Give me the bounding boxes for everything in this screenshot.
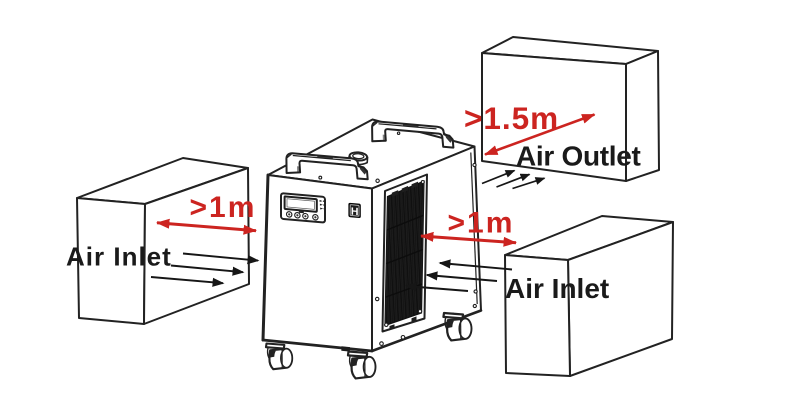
airflow-right	[404, 259, 513, 292]
screw	[374, 296, 380, 302]
caster-rear-right	[442, 311, 473, 342]
air-inlet-left-label: Air Inlet	[66, 242, 172, 272]
base-tab	[341, 346, 350, 352]
screw	[318, 175, 323, 180]
caster-front-left	[264, 342, 294, 371]
screw	[400, 334, 406, 340]
grille-slots	[391, 181, 418, 197]
control-panel	[280, 192, 326, 224]
screw	[396, 131, 401, 135]
screw	[384, 322, 389, 328]
airflow-arrow-icon	[481, 169, 516, 185]
airflow-arrow-icon	[182, 252, 260, 265]
screw	[375, 178, 380, 184]
airflow-arrow-icon	[496, 173, 531, 188]
caster-front-center	[346, 350, 377, 380]
wall-block-bottom-right	[504, 215, 674, 377]
airflow-arrow-icon	[170, 264, 245, 276]
clearance-left: >1m	[156, 191, 257, 235]
screw	[472, 162, 477, 168]
airflow-arrow-icon	[425, 271, 498, 282]
screw	[379, 341, 384, 346]
clearance-right-label: >1m	[448, 207, 515, 240]
logo-letter: H	[351, 206, 359, 219]
grille-foot-tab	[411, 316, 417, 323]
air-inlet-right-label: Air Inlet	[505, 273, 609, 304]
screw	[417, 309, 423, 314]
airflow-arrow-icon	[404, 282, 469, 292]
screws	[318, 131, 478, 346]
grille-foot-tab	[389, 324, 395, 331]
carry-handle-front	[285, 152, 369, 181]
air-grille	[381, 173, 428, 333]
screw	[473, 289, 478, 294]
grille-fins	[385, 181, 424, 326]
clearance-arrow-outlet-icon	[484, 113, 596, 156]
clearance-left-label: >1m	[190, 191, 257, 224]
panel-indicator-icons	[319, 199, 325, 210]
clearance-right: >1m	[420, 207, 517, 247]
clearance-arrow-left-icon	[156, 218, 257, 235]
clearance-arrow-right-icon	[420, 231, 517, 247]
airflow-arrow-icon	[150, 276, 225, 287]
wall-bottom-right-front-face	[504, 254, 571, 377]
panel-buttons	[285, 211, 319, 221]
logo-badge: H	[348, 202, 361, 219]
airflow-left	[150, 252, 260, 287]
clearance-outlet-label: >1.5m	[464, 100, 559, 136]
chiller-unit: H	[261, 118, 483, 380]
airflow-arrow-icon	[512, 177, 546, 190]
airflow-arrow-icon	[438, 259, 513, 271]
screw	[472, 303, 477, 309]
clearance-outlet: >1.5m	[464, 100, 596, 156]
air-outlet-label: Air Outlet	[516, 141, 641, 172]
display-latch	[298, 211, 304, 214]
screw	[420, 179, 425, 185]
airflow-outlet	[481, 169, 546, 190]
